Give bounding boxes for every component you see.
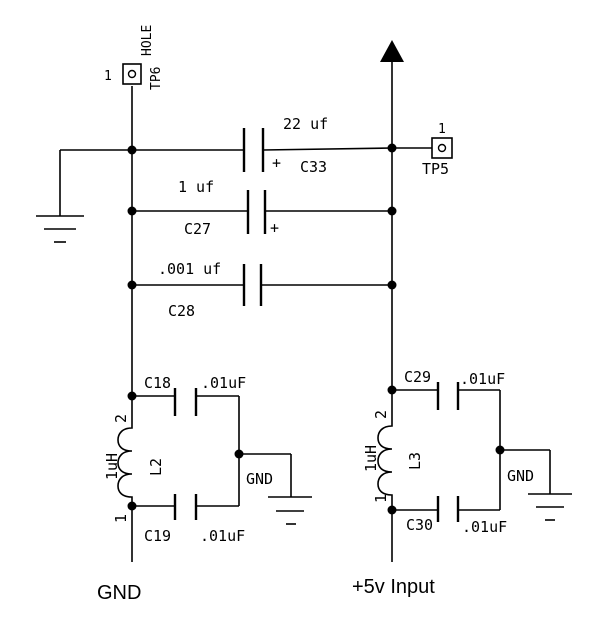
tp6-hole (127, 69, 137, 79)
capacitor-c28: .001 uf C28 (132, 260, 392, 320)
tp5-pin-label: 1 (438, 122, 446, 137)
capacitor-c29: C29 .01uF (392, 368, 505, 410)
l3-value: 1uH (362, 445, 380, 472)
c29-ref: C29 (404, 368, 431, 386)
c30-value: .01uF (462, 518, 507, 536)
c18-ref: C18 (144, 374, 171, 392)
tp6-type-label: HOLE (140, 25, 155, 56)
tp6-pad (122, 63, 142, 85)
gnd-label-left: GND (246, 470, 273, 488)
right-rail (380, 40, 404, 562)
c29-value: .01uF (460, 370, 505, 388)
inductor-l3: 2 1 1uH L3 (362, 390, 424, 510)
capacitor-c19: C19 .01uF (132, 494, 245, 545)
c27-ref: C27 (184, 220, 211, 238)
capacitor-c27: + 1 uf C27 (132, 178, 392, 238)
c19-value: .01uF (200, 527, 245, 545)
capacitor-c33: + 22 uf C33 (132, 115, 393, 176)
capacitor-c18: C18 .01uF (132, 374, 246, 416)
tp6-pin-label: 1 (104, 69, 112, 84)
tp5-ref-label: TP5 (422, 160, 449, 178)
capacitor-c30: C30 .01uF (392, 496, 507, 536)
tp5-test-point: 1 TP5 (392, 122, 453, 178)
tp5-hole (437, 143, 447, 153)
l3-pin-bottom: 1 (372, 494, 390, 503)
inductor-l2: 2 1 1uH L2 (103, 396, 165, 523)
caption-5v-input: +5v Input (352, 576, 435, 598)
c27-value: 1 uf (178, 178, 214, 196)
gnd-label-right: GND (507, 467, 534, 485)
c33-ref: C33 (300, 158, 327, 176)
l3-ref: L3 (406, 452, 424, 470)
c18-value: .01uF (201, 374, 246, 392)
left-filter-gnd: GND (238, 396, 312, 525)
c33-value: 22 uf (283, 115, 328, 133)
ground-branch-left (36, 149, 132, 243)
c28-value: .001 uf (158, 260, 221, 278)
c27-polarity: + (270, 219, 279, 237)
c30-ref: C30 (406, 516, 433, 534)
right-filter-gnd: GND (499, 390, 572, 521)
c33-polarity: + (272, 154, 281, 172)
tp5-pad (431, 137, 453, 159)
junction-dots (127, 143, 505, 515)
tp6-test-point: 1 HOLE TP6 (104, 25, 164, 90)
l2-pin-bottom: 1 (112, 514, 130, 523)
c28-ref: C28 (168, 302, 195, 320)
l2-value: 1uH (103, 453, 121, 480)
caption-gnd: GND (97, 582, 141, 604)
l3-pin-top: 2 (372, 410, 390, 419)
c19-ref: C19 (144, 527, 171, 545)
l2-pin-top: 2 (112, 414, 130, 423)
l2-ref: L2 (147, 458, 165, 476)
tp6-ref-label: TP6 (149, 67, 164, 90)
power-arrow-icon (380, 40, 404, 62)
